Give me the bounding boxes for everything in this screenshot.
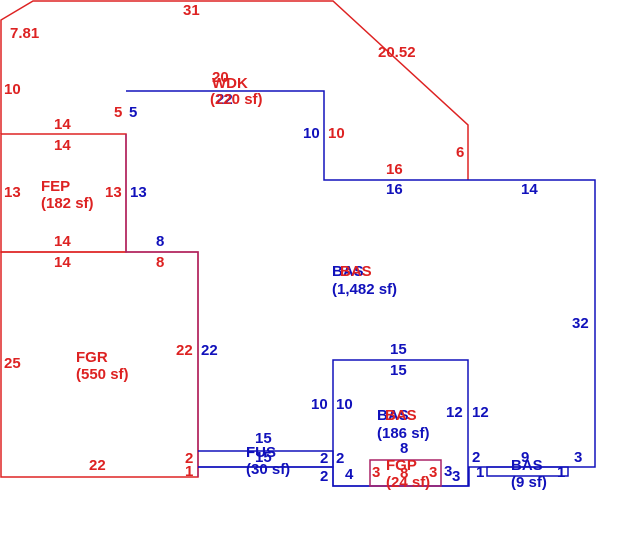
dim-red: 25 bbox=[4, 355, 21, 372]
wdk-area-label: (220 sf) bbox=[210, 91, 263, 108]
dim-blue: 15 bbox=[255, 430, 272, 447]
wdk-outline bbox=[0, 0, 469, 180]
shared-edge bbox=[125, 134, 199, 477]
dim-blue: 12 bbox=[472, 404, 489, 421]
dim-blue: 15 bbox=[390, 362, 407, 379]
wdk-code-label: WDK bbox=[212, 75, 248, 92]
bas-inner-code-label: BAS bbox=[377, 407, 409, 424]
dim-blue: 3 bbox=[444, 463, 452, 480]
dim-red: 10 bbox=[328, 125, 345, 142]
wdk-overlap2-label: 22 bbox=[216, 91, 233, 108]
dim-blue: 5 bbox=[129, 104, 137, 121]
dim-red: 14 bbox=[54, 254, 71, 271]
dim-blue: 15 bbox=[255, 449, 272, 466]
fgp-area-label: (24 sf) bbox=[386, 474, 430, 491]
dim-red: 14 bbox=[54, 116, 71, 133]
dim-blue: 12 bbox=[446, 404, 463, 421]
dim-blue: 10 bbox=[336, 396, 353, 413]
bas-main-code-overlay: BAS bbox=[340, 263, 372, 280]
dim-blue: 16 bbox=[386, 181, 403, 198]
dim-blue: 8 bbox=[156, 233, 164, 250]
dim-blue: 14 bbox=[521, 181, 538, 198]
bas-inner-code-overlay: BAS bbox=[385, 407, 417, 424]
dim-red: 3 bbox=[372, 464, 380, 481]
fgr-code-label: FGR bbox=[76, 349, 108, 366]
dim-blue: 1 bbox=[557, 464, 565, 481]
dim-red: 14 bbox=[54, 137, 71, 154]
bas-main-area-label: (1,482 sf) bbox=[332, 281, 397, 298]
dim-red: 13 bbox=[105, 184, 122, 201]
dim-red: 31 bbox=[183, 2, 200, 19]
dim-blue: 8 bbox=[400, 440, 408, 457]
dim-red: 20.52 bbox=[378, 44, 416, 61]
dim-red: 5 bbox=[114, 104, 122, 121]
dim-blue: 1 bbox=[476, 464, 484, 481]
dim-blue: 2 bbox=[472, 449, 480, 466]
fus-outline bbox=[198, 450, 334, 468]
dim-blue: 32 bbox=[572, 315, 589, 332]
dim-blue: 10 bbox=[303, 125, 320, 142]
dim-red: 22 bbox=[176, 342, 193, 359]
dim-red: 6 bbox=[456, 144, 464, 161]
dim-red: 14 bbox=[54, 233, 71, 250]
dim-blue: 2 bbox=[320, 468, 328, 485]
bas-small-area-label: (9 sf) bbox=[511, 474, 547, 491]
bas-small-code-label: BAS bbox=[511, 457, 543, 474]
fgp-outline bbox=[369, 459, 442, 487]
dim-red: 3 bbox=[429, 464, 437, 481]
dim-blue: 3 bbox=[452, 468, 460, 485]
dim-red: 10 bbox=[4, 81, 21, 98]
fep-area-label: (182 sf) bbox=[41, 195, 94, 212]
dim-red: 8 bbox=[156, 254, 164, 271]
bas-small-outline bbox=[486, 466, 569, 477]
dim-blue: 13 bbox=[130, 184, 147, 201]
dim-blue: 4 bbox=[345, 466, 354, 483]
dim-red: 16 bbox=[386, 161, 403, 178]
fgr-area-label: (550 sf) bbox=[76, 366, 129, 383]
dim-blue: 10 bbox=[311, 396, 328, 413]
dim-red: 2 bbox=[185, 450, 193, 467]
dim-blue: 9 bbox=[521, 449, 529, 466]
dim-red: 8 bbox=[400, 465, 408, 482]
dim-blue: 15 bbox=[390, 341, 407, 358]
fus-code-label: FUS bbox=[246, 444, 276, 461]
dim-blue: 2 bbox=[336, 450, 344, 467]
fgp-code-label: FGP bbox=[386, 457, 417, 474]
dim-blue: 3 bbox=[574, 449, 582, 466]
dim-blue: 22 bbox=[201, 342, 218, 359]
fus-area-label: (30 sf) bbox=[246, 461, 290, 478]
bas-inner-outline bbox=[332, 359, 469, 487]
dim-blue: 2 bbox=[320, 450, 328, 467]
dim-red: 13 bbox=[4, 184, 21, 201]
bas-inner-area-label: (186 sf) bbox=[377, 425, 430, 442]
dim-red: 1 bbox=[185, 463, 193, 480]
dim-red: 22 bbox=[89, 457, 106, 474]
wdk-overlap-label: 20 bbox=[212, 69, 229, 86]
bas-main-code-label: BAS bbox=[332, 263, 364, 280]
dim-red: 7.81 bbox=[10, 25, 39, 42]
fep-code-label: FEP bbox=[41, 178, 70, 195]
